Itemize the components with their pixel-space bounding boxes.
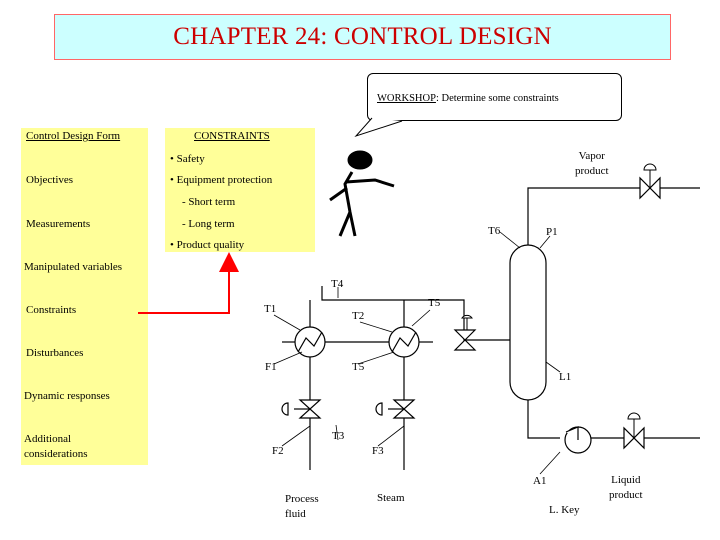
bottoms-line [527, 400, 560, 439]
vapor-valve-icon [639, 163, 661, 200]
constraints-panel [165, 128, 315, 252]
workshop-label: WORKSHOP [377, 93, 436, 104]
form-row-considerations: considerations [24, 448, 88, 460]
feed-line [321, 286, 510, 341]
constraint-short-term: - Short term [182, 196, 236, 208]
constraint-product-quality: • Product quality [170, 239, 245, 251]
form-row-constraints: Constraints [26, 304, 77, 316]
constraint-equipment-protection: • Equipment protection [170, 174, 273, 186]
form-row-disturbances: Disturbances [26, 347, 84, 359]
title-banner: CHAPTER 24: CONTROL DESIGN [54, 14, 671, 60]
instrument-p1: P1 [546, 226, 558, 238]
workshop-callout-text: WORKSHOP: Determine some constraints [377, 93, 559, 104]
process-fluid-label: Process fluid [285, 492, 319, 522]
instrument-t2: T2 [352, 310, 365, 322]
instrument-t4: T4 [331, 278, 344, 290]
process-fluid-line2: fluid [285, 508, 306, 520]
liquid-product-line2: product [609, 489, 643, 501]
control-design-form-panel [21, 128, 148, 465]
instrument-f1: F1 [265, 361, 277, 373]
feed-valve-icon [453, 314, 477, 351]
liquid-product-line1: Liquid [611, 474, 641, 486]
page-title: CHAPTER 24: CONTROL DESIGN [173, 23, 552, 50]
workshop-instruction: : Determine some constraints [435, 93, 559, 104]
instrument-l1: L1 [559, 371, 572, 383]
form-heading: Control Design Form [26, 130, 121, 142]
constraint-arrow [138, 252, 239, 314]
instrument-t5: T5 [352, 361, 365, 373]
instrument-leaders [273, 231, 561, 475]
steam-valve-icon [375, 399, 416, 419]
instrument-t5-top: T5 [428, 297, 441, 309]
liquid-valve-icon [623, 412, 645, 450]
column-vessel [509, 244, 547, 401]
vapor-product-line1: Vapor [578, 150, 605, 162]
light-key-label: L. Key [549, 504, 580, 516]
constraint-long-term: - Long term [182, 218, 235, 230]
process-valve-icon [281, 399, 322, 419]
instrument-a1: A1 [533, 475, 547, 487]
instrument-t1: T1 [264, 303, 277, 315]
instrument-t6: T6 [488, 225, 501, 237]
form-row-dynamic-responses: Dynamic responses [24, 390, 110, 402]
pump-icon [564, 426, 592, 454]
constraints-heading: CONSTRAINTS [194, 130, 270, 142]
form-row-manipulated-variables: Manipulated variables [24, 261, 123, 273]
constraint-safety: • Safety [170, 153, 205, 165]
form-row-measurements: Measurements [26, 218, 91, 230]
heat-exchanger-1-icon [294, 326, 326, 358]
instrument-t3: T3 [332, 430, 345, 442]
callout-tail [354, 117, 403, 138]
instrument-f2: F2 [272, 445, 284, 457]
form-row-objectives: Objectives [26, 174, 74, 186]
form-row-additional: Additional [24, 433, 72, 445]
steam-label: Steam [377, 492, 405, 504]
workshop-callout [367, 73, 622, 121]
process-fluid-line1: Process [285, 493, 319, 505]
instrument-f3: F3 [372, 445, 384, 457]
liquid-product-label: Liquid product [609, 473, 643, 503]
vapor-product-line2: product [575, 165, 609, 177]
presenter-figure-icon [329, 150, 395, 237]
vapor-product-label: Vapor product [575, 149, 609, 179]
